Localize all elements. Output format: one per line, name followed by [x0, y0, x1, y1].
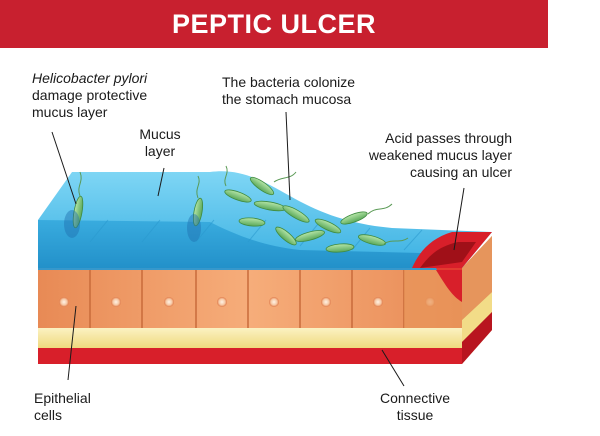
label-mucus-line2: layer [144, 143, 176, 159]
epithelial-cells [38, 270, 462, 328]
label-acid-line1: Acid passes through [385, 130, 512, 146]
label-epithelial-line1: Epithelial [34, 390, 91, 406]
label-mucus-line1: Mucus [139, 126, 181, 142]
bacterium [72, 195, 84, 229]
mucus-layer-front [38, 220, 462, 270]
label-bacteria-line2: the stomach mucosa [222, 91, 352, 107]
callout-lines [51, 111, 465, 387]
label-bacteria-colonize: The bacteria colonize the stomach mucosa [222, 74, 355, 108]
label-connective-line2: tissue [396, 407, 434, 423]
label-connective-line1: Connective [379, 390, 451, 406]
submucosa-red-band [38, 348, 462, 364]
title-banner [0, 0, 548, 48]
label-epithelial-cells: Epithelial cells [34, 390, 91, 424]
label-acid-line3: causing an ulcer [410, 164, 512, 180]
label-mucus-layer: Mucus layer [134, 126, 186, 160]
label-acid-passes: Acid passes through weakened mucus layer… [344, 130, 512, 181]
label-hpylori-line3: mucus layer [32, 104, 108, 120]
side-face [462, 236, 492, 364]
label-helicobacter-pylori: Helicobacter pylori damage protective mu… [32, 70, 147, 121]
label-bacteria-line1: The bacteria colonize [222, 74, 356, 90]
label-epithelial-line2: cells [34, 407, 63, 423]
connective-tissue-band [38, 328, 462, 348]
label-hpylori-line2: damage protective [32, 87, 148, 103]
bacteria-cluster [64, 165, 409, 253]
label-acid-line2: weakened mucus layer [368, 147, 512, 163]
label-connective-tissue: Connective tissue [370, 390, 460, 424]
label-hpylori-species: Helicobacter pylori [32, 70, 148, 86]
diagram-title: PEPTIC ULCER [171, 9, 377, 39]
bacterium [192, 197, 204, 227]
